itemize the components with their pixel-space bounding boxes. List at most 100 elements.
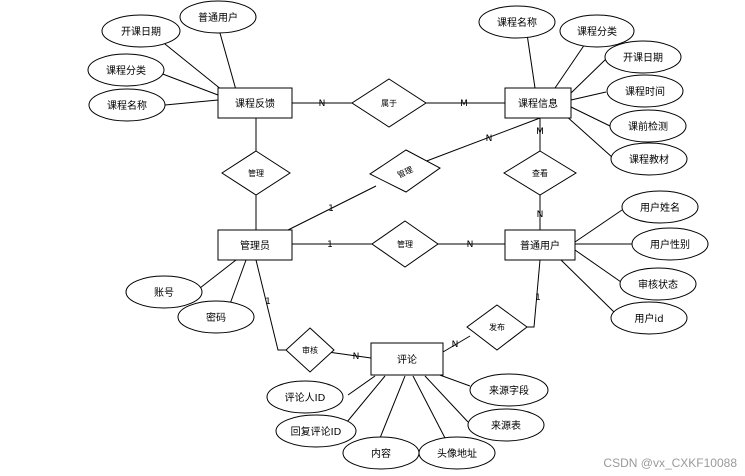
attr-user-review-status[interactable]: 审核状态 [619,267,697,301]
attr-comment-source-field-label: 来源字段 [489,384,529,397]
link-comment-avatar [412,375,446,439]
attr-comment-source-table[interactable]: 来源表 [467,408,545,442]
entity-course-info-label: 课程信息 [518,97,558,110]
attr-comment-reply-id[interactable]: 回复评论ID [275,414,357,448]
link-comment-source-field [436,373,471,387]
attr-comment-avatar[interactable]: 头像地址 [418,436,496,470]
card-manage-course-course: N [486,134,493,144]
rel-manage-feedback[interactable]: 管理 [221,150,291,196]
card-admin-manage-course: 1 [328,204,334,214]
attr-course-start-date-label: 开课日期 [623,52,663,64]
entity-comment-label: 评论 [397,353,417,366]
card-publish-user: 1 [535,293,541,303]
link-feedback-category [159,72,219,96]
card-manage-user-user: N [467,240,474,250]
link-admin-manage-course [283,185,377,233]
card-admin-review: 1 [265,297,271,307]
attr-feedback-category-label: 课程分类 [106,64,146,77]
attr-course-textbook[interactable]: 课程教材 [610,142,688,176]
attr-feedback-start-date[interactable]: 开课日期 [101,14,181,48]
attr-course-time[interactable]: 课程时间 [606,74,684,108]
entity-admin[interactable]: 管理员 [217,229,293,261]
attr-course-name[interactable]: 课程名称 [478,5,556,39]
attr-comment-reply-id-label: 回复评论ID [291,425,342,438]
entity-course-info[interactable]: 课程信息 [504,87,572,119]
attr-comment-content-label: 内容 [371,447,391,460]
attr-comment-commenter-id-label: 评论人ID [285,391,326,404]
card-belongs-course: M [460,99,468,109]
attr-course-pretest[interactable]: 课前检测 [609,109,687,143]
link-comment-publish [442,335,471,353]
link-feedback-user [217,25,237,91]
rel-view[interactable]: 查看 [503,150,577,196]
link-review-comment [327,351,372,359]
attr-user-gender-label: 用户性别 [650,238,690,251]
attr-course-time-label: 课程时间 [625,85,665,98]
attr-comment-source-field[interactable]: 来源字段 [469,373,549,407]
rel-review[interactable]: 审核 [285,327,335,373]
rel-manage-feedback-label: 管理 [248,168,264,178]
cardinality-labels: N M 1 N M N 1 N 1 N N 1 [265,99,544,362]
entity-comment[interactable]: 评论 [370,342,444,376]
rel-belongs-to[interactable]: 属于 [351,78,427,128]
attr-comment-content[interactable]: 内容 [342,436,420,470]
link-manage-course-course [423,117,541,163]
rel-manage-course[interactable]: 管理 [369,149,441,193]
attr-feedback-name[interactable]: 课程名称 [88,88,166,122]
attr-course-name-label: 课程名称 [497,16,537,29]
attr-user-id-label: 用户id [634,312,663,325]
attr-feedback-category[interactable]: 课程分类 [87,53,165,87]
attr-comment-source-table-label: 来源表 [491,419,521,432]
attr-course-category[interactable]: 课程分类 [559,14,635,48]
entity-course-feedback-label: 课程反馈 [235,97,275,110]
rel-manage-user[interactable]: 管理 [371,220,439,268]
link-feedback-name [164,99,219,106]
attr-admin-password-label: 密码 [206,311,226,324]
card-comment-publish: N [452,340,459,350]
link-admin-password [229,259,247,305]
link-publish-user [527,259,541,328]
entity-user[interactable]: 普通用户 [504,229,576,261]
attr-admin-account[interactable]: 账号 [125,275,203,309]
link-comment-reply-id [341,375,386,429]
link-course-name [526,33,536,89]
attr-feedback-user-label: 普通用户 [198,11,238,24]
rel-review-label: 审核 [302,345,318,355]
link-course-textbook [564,114,614,159]
link-admin-review [255,259,286,351]
attr-course-textbook-label: 课程教材 [629,153,669,166]
attr-admin-account-label: 账号 [154,287,174,299]
attr-user-name[interactable]: 用户姓名 [621,190,699,224]
attr-admin-password[interactable]: 密码 [177,300,255,334]
link-course-time [570,91,607,101]
attr-comment-commenter-id[interactable]: 评论人ID [266,380,344,414]
attr-feedback-name-label: 课程名称 [107,99,147,112]
card-admin-manage-user: 1 [327,240,333,250]
link-course-category [554,43,586,89]
entity-course-feedback[interactable]: 课程反馈 [217,87,293,119]
attr-user-id[interactable]: 用户id [610,301,688,335]
rel-belongs-to-label: 属于 [381,99,397,108]
card-view-user: N [537,210,544,220]
link-feedback-start-date [159,39,223,91]
rel-publish[interactable]: 发布 [466,304,528,351]
attr-user-gender[interactable]: 用户性别 [631,227,709,261]
link-course-pretest [570,106,611,127]
watermark: CSDN @vx_CXKF10088 [603,456,737,470]
link-admin-account [199,259,237,289]
attr-course-pretest-label: 课前检测 [628,120,668,133]
attr-user-review-status-label: 审核状态 [638,278,678,291]
link-course-start-date [570,57,608,94]
link-comment-content [379,375,406,439]
card-review-comment: N [353,352,360,362]
link-user-id [559,258,616,314]
attr-user-name-label: 用户姓名 [640,201,680,214]
attr-feedback-start-date-label: 开课日期 [121,26,161,38]
entity-admin-label: 管理员 [240,239,270,252]
link-user-name [574,209,623,243]
attr-course-start-date[interactable]: 开课日期 [604,40,682,74]
rel-publish-label: 发布 [489,322,505,332]
attr-feedback-user[interactable]: 普通用户 [179,0,257,34]
